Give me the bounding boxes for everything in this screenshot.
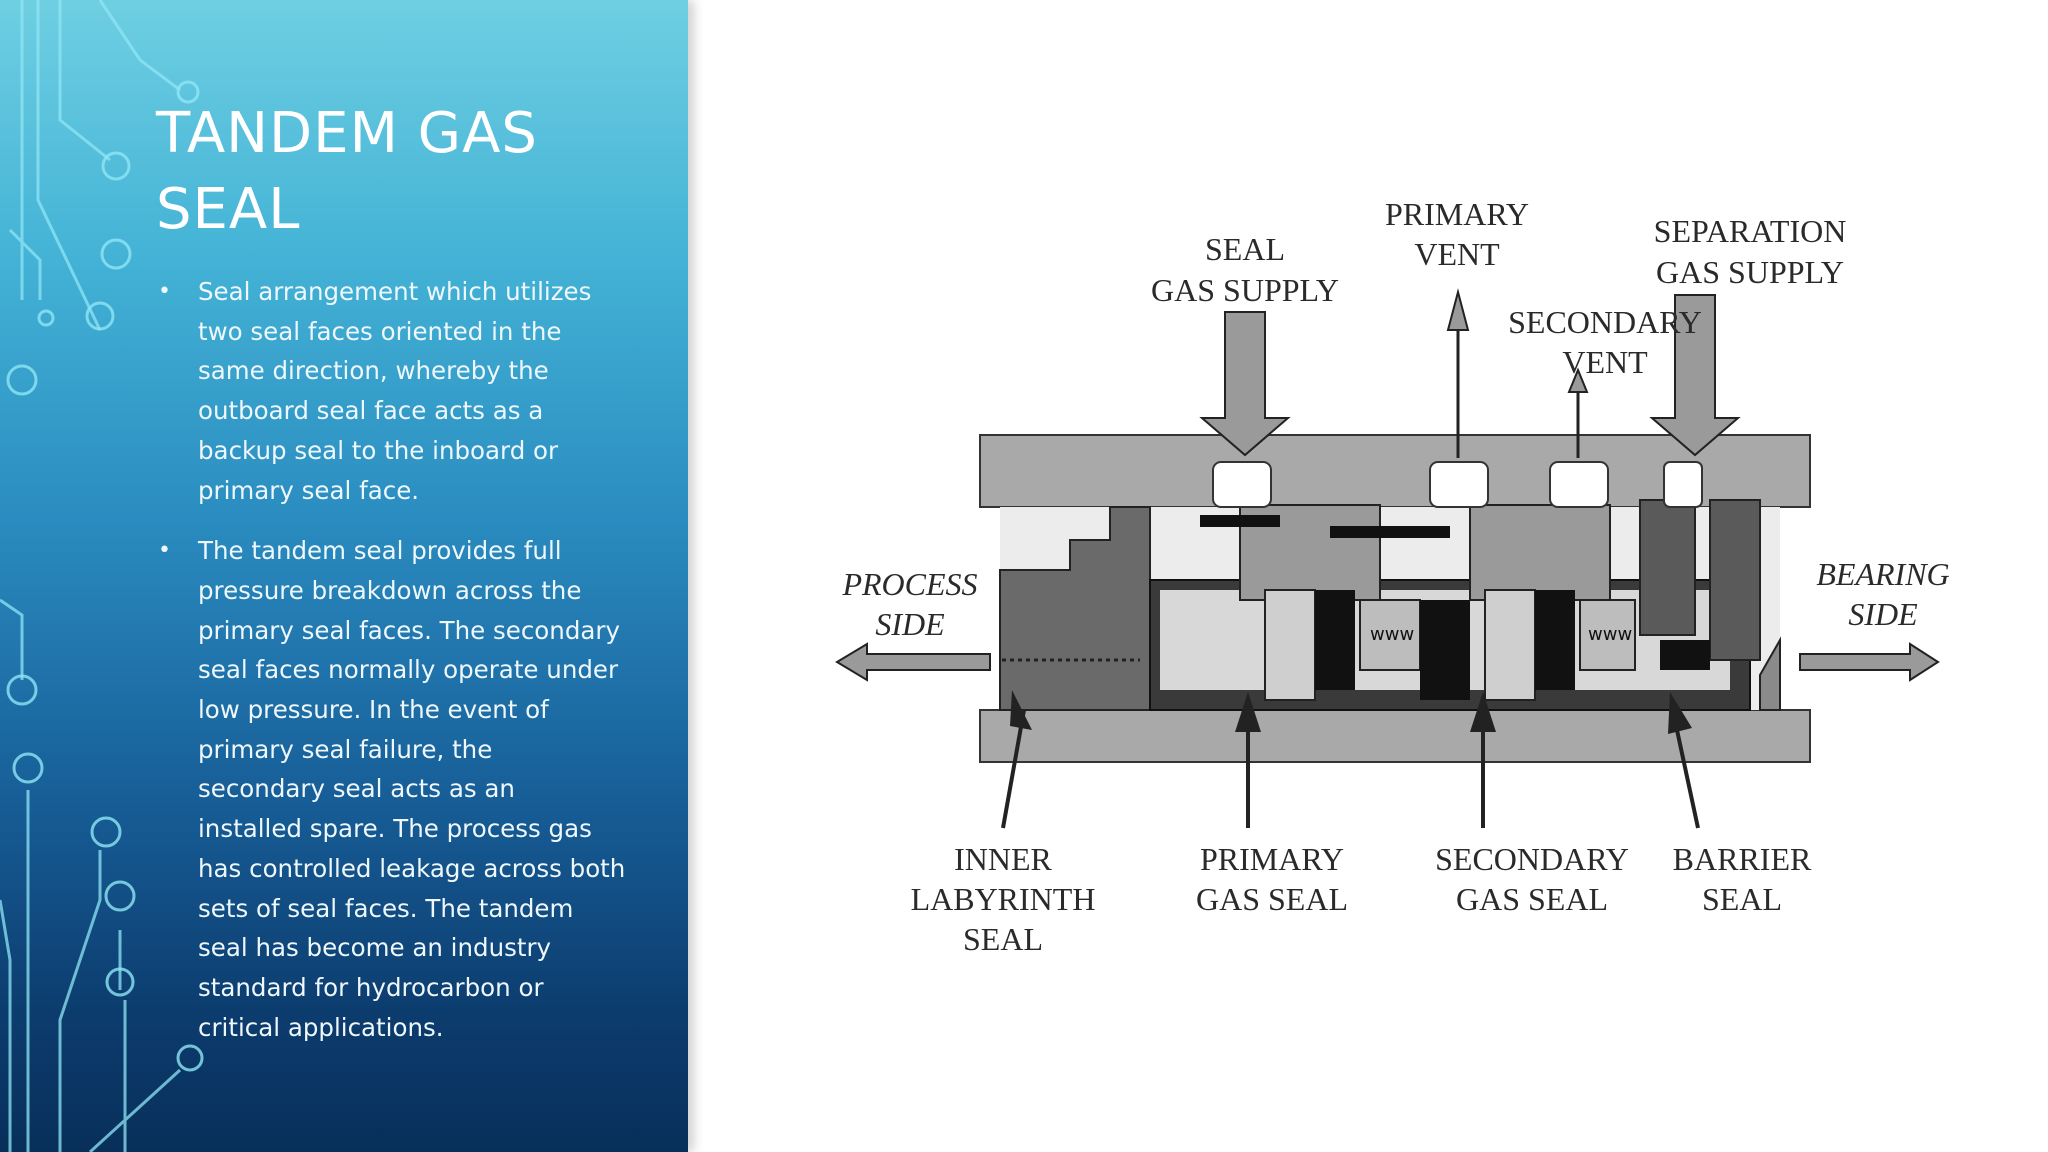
svg-text:www: www [1588, 624, 1632, 645]
seal-gas-supply-label-1: SEAL [1205, 231, 1285, 267]
seal-gas-supply-label-2: GAS SUPPLY [1151, 272, 1339, 308]
separation-gas-supply-arrow [1649, 294, 1741, 457]
separation-gas-supply-label-1: SEPARATION [1654, 213, 1847, 249]
tandem-seal-diagram: www www [835, 196, 1950, 957]
bearing-side-arrow [1799, 642, 1940, 682]
primary-gas-seal-label-1: PRIMARY [1200, 841, 1344, 877]
secondary-vent-label-1: SECONDARY [1508, 304, 1702, 340]
bullet-list: • Seal arrangement which utilizes two se… [156, 272, 626, 1068]
flow-arrows [835, 294, 1940, 682]
seal-gas-supply-arrow [1199, 311, 1291, 457]
bullet-dot-icon: • [158, 538, 171, 564]
separation-gas-supply-label-2: GAS SUPPLY [1656, 254, 1844, 290]
barrier-seal-label-1: BARRIER [1673, 841, 1812, 877]
pointer-heads [1010, 690, 1692, 734]
process-side-arrow [835, 642, 991, 682]
vent-arrows [1446, 288, 1589, 458]
secondary-gas-seal-label-2: GAS SEAL [1456, 881, 1608, 917]
secondary-vent-label-2: VENT [1562, 344, 1648, 380]
inner-labyrinth-label-3: SEAL [963, 921, 1043, 957]
primary-gas-seal-label-2: GAS SEAL [1196, 881, 1348, 917]
circuit-decoration [0, 0, 204, 1152]
process-side-label-1: PROCESS [841, 566, 977, 602]
bearing-side-label-2: SIDE [1848, 596, 1918, 632]
bullet-item: • Seal arrangement which utilizes two se… [156, 272, 626, 510]
barrier-seal-label-2: SEAL [1702, 881, 1782, 917]
seal-cross-section: www www [979, 434, 1811, 763]
barrier-seal-pointer [1675, 729, 1700, 829]
inner-labyrinth-label-2: LABYRINTH [911, 881, 1096, 917]
primary-vent-label-2: VENT [1414, 236, 1500, 272]
bullet-dot-icon: • [158, 279, 171, 304]
slide-title: TANDEM GAS SEAL [156, 101, 538, 242]
bullet-text: Seal arrangement which utilizes two seal… [198, 277, 592, 505]
secondary-gas-seal-label-1: SECONDARY [1435, 841, 1629, 877]
bullet-item: • The tandem seal provides full pressure… [156, 531, 626, 1047]
primary-vent-label-1: PRIMARY [1385, 196, 1529, 232]
bearing-side-label-1: BEARING [1816, 556, 1949, 592]
bullet-text: The tandem seal provides full pressure b… [198, 536, 626, 1042]
inner-labyrinth-label-1: INNER [954, 841, 1052, 877]
svg-text:www: www [1370, 624, 1414, 645]
left-panel: TANDEM GAS SEAL • Seal arrangement which… [0, 0, 688, 1152]
inner-labyrinth-pointer [1001, 709, 1026, 829]
pointer-arrows [1001, 709, 1700, 829]
process-side-label-2: SIDE [875, 606, 945, 642]
